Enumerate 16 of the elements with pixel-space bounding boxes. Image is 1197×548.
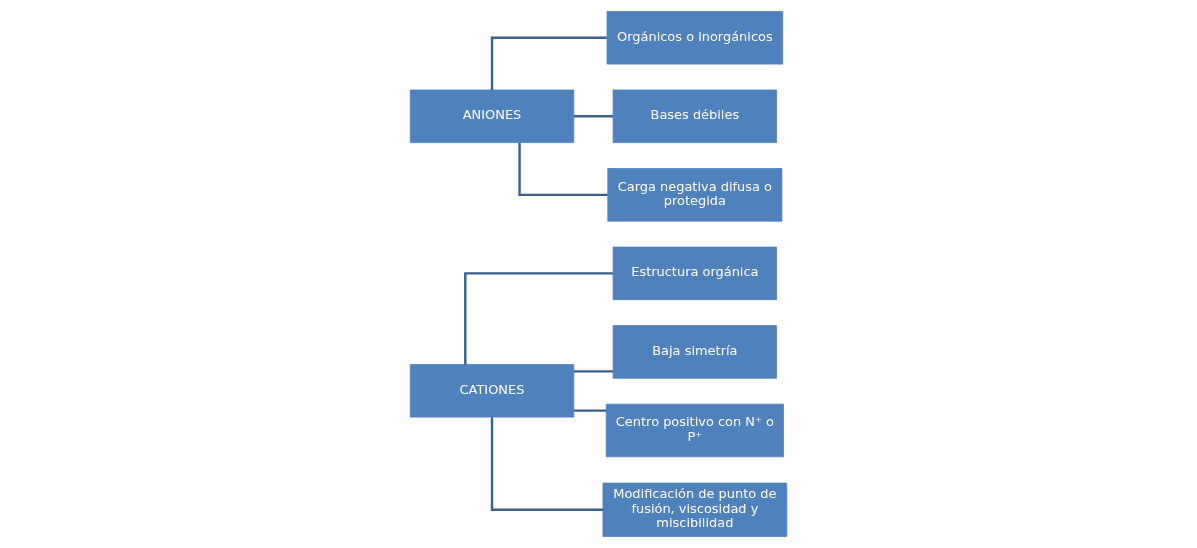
node-box: Bases débiles	[612, 89, 778, 144]
connector	[573, 370, 613, 373]
connector	[490, 36, 607, 90]
node-box: Modificación de punto de fusión, viscosidad y miscibilidad	[602, 482, 788, 537]
node-box: ANIONES	[409, 89, 575, 144]
node-box: Estructura orgánica	[612, 246, 778, 301]
connector	[518, 142, 608, 197]
node-box: CATIONES	[409, 364, 575, 418]
node-box: Orgánicos o inorgánicos	[606, 11, 784, 65]
node-box: Centro positivo con N⁺ o P⁺	[605, 403, 784, 458]
connector	[573, 409, 606, 412]
node-box: Baja simetría	[612, 325, 778, 379]
connector	[573, 115, 613, 118]
node-box: Carga negativa difusa o protegida	[607, 168, 783, 222]
connector	[464, 272, 613, 365]
connector	[490, 417, 603, 512]
